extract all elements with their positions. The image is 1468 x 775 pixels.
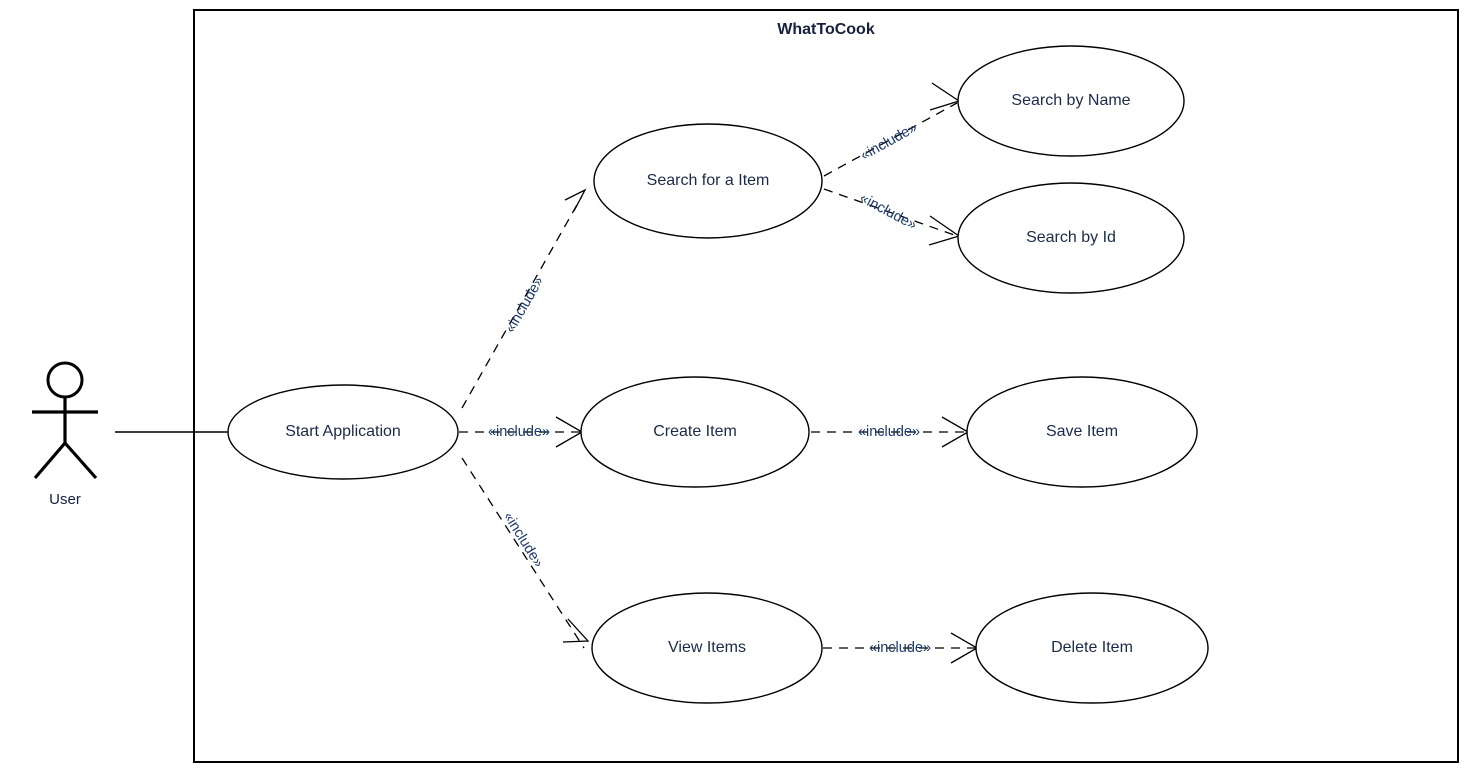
include-line-search-to-id	[823, 188, 958, 237]
arrowhead-search-to-name	[929, 82, 961, 111]
use-case-label-view-items: View Items	[668, 639, 746, 656]
include-label-search-to-name: «include»	[858, 120, 920, 164]
include-line-start-to-search	[461, 195, 583, 409]
arrowhead-start-to-view	[562, 618, 590, 643]
use-case-label-delete-item: Delete Item	[1051, 639, 1133, 656]
use-case-label-save-item: Save Item	[1046, 423, 1118, 440]
use-case-ellipse-create-item	[580, 376, 810, 488]
include-create-to-save[interactable]: «include»	[811, 416, 970, 448]
include-label-search-to-id: «include»	[857, 190, 919, 233]
include-search-to-id[interactable]: «include»	[823, 188, 961, 246]
include-start-to-create[interactable]: «include»	[459, 416, 584, 448]
system-boundary-box	[193, 9, 1459, 763]
use-case-search-for-a-item[interactable]: Search for a Item	[593, 123, 823, 239]
include-label-start-to-create: «include»	[488, 424, 550, 440]
include-label-create-to-save: «include»	[858, 424, 920, 440]
actor-right-leg-line	[63, 441, 98, 480]
include-view-to-delete[interactable]: «include»	[823, 632, 979, 664]
use-case-ellipse-view-items	[591, 592, 823, 704]
use-case-create-item[interactable]: Create Item	[580, 376, 810, 488]
use-case-search-by-id[interactable]: Search by Id	[957, 182, 1185, 294]
include-start-to-view[interactable]: «include»	[461, 457, 590, 649]
include-label-start-to-search: «include»	[502, 274, 547, 336]
use-case-label-create-item: Create Item	[653, 423, 737, 440]
use-case-ellipse-search-by-id	[957, 182, 1185, 294]
use-case-label-search-by-name: Search by Name	[1011, 92, 1130, 109]
use-case-label-start-application: Start Application	[285, 423, 401, 440]
arrowhead-search-to-id	[928, 215, 961, 246]
use-case-view-items[interactable]: View Items	[591, 592, 823, 704]
use-case-ellipse-search-for-a-item	[593, 123, 823, 239]
include-line-start-to-view	[461, 457, 585, 649]
use-case-label-search-by-id: Search by Id	[1026, 229, 1116, 246]
system-boundary-title: WhatToCook	[777, 21, 875, 38]
use-case-search-by-name[interactable]: Search by Name	[957, 45, 1185, 157]
use-case-delete-item[interactable]: Delete Item	[975, 592, 1209, 704]
use-case-ellipse-search-by-name	[957, 45, 1185, 157]
include-search-to-name[interactable]: «include»	[823, 82, 961, 177]
use-case-start-application[interactable]: Start Application	[227, 384, 459, 480]
use-case-save-item[interactable]: Save Item	[966, 376, 1198, 488]
include-label-start-to-view: «include»	[500, 509, 546, 570]
use-case-label-search-for-a-item: Search for a Item	[647, 172, 770, 189]
actor-left-leg-line	[33, 441, 67, 480]
include-start-to-search[interactable]: «include»	[461, 188, 587, 409]
arrowhead-start-to-search	[564, 188, 587, 212]
include-label-view-to-delete: «include»	[869, 640, 931, 656]
actor-label: User	[49, 491, 81, 508]
actor-user[interactable]: User	[32, 361, 98, 508]
use-case-ellipse-delete-item	[975, 592, 1209, 704]
use-case-ellipse-save-item	[966, 376, 1198, 488]
actor-head-icon	[46, 361, 84, 399]
use-case-ellipse-start-application	[227, 384, 459, 480]
